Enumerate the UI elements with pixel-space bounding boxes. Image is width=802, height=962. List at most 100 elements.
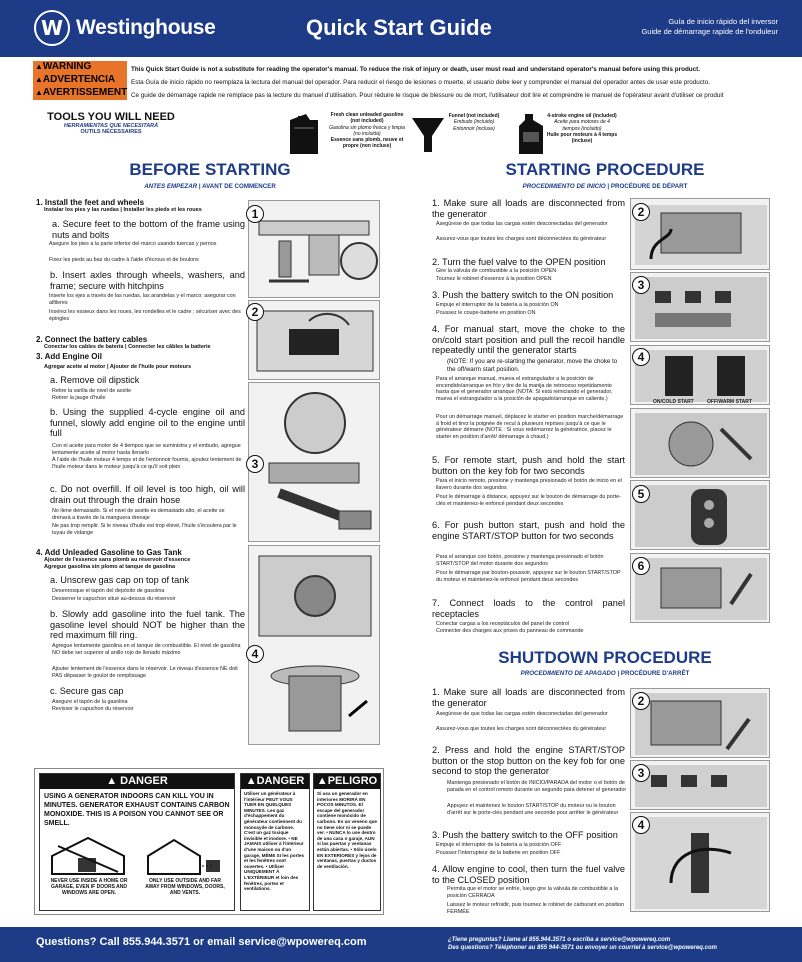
- oil-bottle-icon: [519, 114, 543, 154]
- step3a-es: Retire la varilla de nivel de aceite: [52, 388, 132, 394]
- house-generator-icon: [51, 836, 125, 875]
- start-step5-es: Para el inicio remoto, presione y manten…: [436, 478, 622, 491]
- step3-heading: 3. Add Engine Oil: [36, 352, 102, 361]
- badge-3-start: 3: [632, 276, 650, 294]
- shutdown-step3-es: Empuje el interruptor de la batería a la…: [436, 842, 562, 848]
- step1a-text: a. Secure feet to the bottom of the fram…: [52, 219, 245, 240]
- warning-label-en: ▲WARNING: [33, 61, 127, 74]
- start-step2: 2. Turn the fuel valve to the OPEN posit…: [432, 257, 606, 267]
- shutdown-step1-es: Asegúrese de que todas las cargas estén …: [436, 711, 608, 717]
- starting-procedure-subtitle: PROCEDIMIENTO DE INICIO | PROCÉDURE DE D…: [522, 183, 688, 190]
- warning-triangle-icon: ▲: [35, 62, 43, 71]
- tool-gasoline-es: Gasolina sin plomo fresca y limpia (no i…: [329, 124, 405, 137]
- page-title: Quick Start Guide: [306, 15, 492, 40]
- illustration-shutdown-battery: [630, 760, 770, 810]
- shutdown-sub-es: PROCEDIMIENTO DE APAGADO: [520, 670, 616, 677]
- step3c-text: c. Do not overfill. If oil level is too …: [50, 484, 245, 505]
- footer-contact-es-fr: ¿Tiene preguntas? Llame al 855.944.3571 …: [448, 936, 717, 952]
- tools-title: TOOLS YOU WILL NEED: [47, 111, 175, 123]
- tools-title-fr: OUTILS NÉCESSAIRES: [80, 129, 142, 135]
- danger-fig-never: NEVER USE INSIDE A HOME OR GARAGE, EVEN …: [50, 878, 128, 896]
- start-step3-es: Empuje el interruptor de la batería a la…: [436, 302, 559, 308]
- before-sub-es: ANTES EMPEZAR: [144, 183, 198, 190]
- warning-texts: This Quick Start Guide is not a substitu…: [131, 63, 781, 102]
- step4c-fr: Revisser le capuchon du réservoir: [52, 706, 134, 712]
- warning-triangle-icon: ▲: [35, 75, 43, 84]
- step3a-text: a. Remove oil dipstick: [50, 375, 140, 385]
- tools-heading: TOOLS YOU WILL NEED HERRAMIENTAS QUE NEC…: [46, 111, 176, 135]
- start-step6-es: Para el arranque con botón, presione y m…: [436, 554, 604, 567]
- step4a-text: a. Unscrew gas cap on top of tank: [50, 575, 189, 585]
- step4b-text: b. Slowly add gasoline into the fuel tan…: [50, 609, 245, 640]
- badge-2-shutdown: 2: [632, 692, 650, 710]
- illustration-start-stop-button: [630, 553, 770, 623]
- step3b-es: Con el aceite para motor de 4 tiempos qu…: [52, 443, 241, 456]
- start-step6-fr: Pour le démarrage par bouton-poussoir, a…: [436, 570, 621, 583]
- step4-subheading-fr: Ajouter de l'essence sans plomb au réser…: [44, 557, 191, 563]
- brand-name: Westinghouse: [76, 16, 216, 39]
- start-step3-fr: Poussez le coupe-batterie en position ON: [436, 310, 536, 316]
- start-step1: 1. Make sure all loads are disconnected …: [432, 198, 625, 219]
- illustration-choke: [630, 345, 770, 405]
- step1a-fr: Fixez les pieds au bas du cadre à l'aide…: [49, 257, 199, 263]
- step1a-es: Asegure los pies a la parte inferior del…: [49, 241, 217, 247]
- starting-sub-fr: PROCÉDURE DE DÉPART: [610, 183, 688, 190]
- danger-head-en-text: DANGER: [120, 775, 168, 787]
- step2-subheading: Conectar los cables de batería | Connect…: [44, 344, 211, 350]
- shutdown-step1-fr: Assurez-vous que toutes les charges sont…: [436, 726, 607, 732]
- westinghouse-logo-icon: W: [34, 10, 70, 46]
- start-step2-es: Gire la válvula de combustible a la posi…: [436, 268, 557, 274]
- illustration-engine-oil: [248, 382, 380, 542]
- badge-4-shutdown: 4: [632, 816, 650, 834]
- step1b-fr: Insérez les essieux dans les roues, les …: [49, 309, 241, 322]
- outside-generator-icon: [147, 838, 220, 875]
- illustration-fuel-valve: [630, 198, 770, 270]
- header-subtitles: Guía de inicio rápido del inversor Guide…: [641, 17, 778, 37]
- danger-panel: ▲ DANGER USING A GENERATOR INDOORS CAN K…: [34, 768, 384, 915]
- danger-col-es: ▲PELIGRO Si usa un generador en interior…: [313, 773, 381, 911]
- warning-label-text: WARNING: [42, 61, 92, 72]
- step4b-fr: Ajouter lentement de l'essence dans le r…: [52, 666, 238, 679]
- shutdown-sub-fr: PROCÉDURE D'ARRÊT: [620, 670, 690, 677]
- tool-oil-fr: Huile pour moteurs à 4 temps (incluse): [546, 131, 618, 145]
- step3b-fr: À l'aide de l'huile moteur 4 temps et de…: [52, 457, 242, 470]
- funnel-icon: [412, 118, 444, 152]
- danger-head-fr-text: DANGER: [256, 775, 305, 787]
- tool-gasoline-name: Fresh clean unleaded gasoline (not inclu…: [330, 112, 404, 125]
- badge-5-start: 5: [632, 485, 650, 503]
- step4-heading: 4. Add Unleaded Gasoline to Gas Tank: [36, 548, 182, 557]
- start-step2-fr: Tournez le robinet d'essence à la positi…: [436, 276, 552, 282]
- warning-triangle-icon: ▲: [35, 88, 43, 97]
- tool-funnel-fr: Entonnoir (incluse): [453, 125, 495, 132]
- step4-subheading-es: Agregue gasolina sin plomo al tanque de …: [44, 564, 176, 570]
- start-step3: 3. Push the battery switch to the ON pos…: [432, 290, 614, 300]
- start-step4-note: (NOTE: If you are re-starting the genera…: [447, 358, 618, 373]
- shutdown-procedure-title: SHUTDOWN PROCEDURE: [498, 648, 712, 667]
- footer-contact-fr: Des questions? Téléphoner au 855 944-357…: [448, 945, 717, 951]
- shutdown-step4-es: Permita que el motor se enfríe, luego gi…: [447, 886, 619, 899]
- step3c-fr: Ne pas trop remplir. Si le niveau d'huil…: [52, 523, 237, 536]
- starting-procedure-title: STARTING PROCEDURE: [505, 160, 705, 179]
- step2-heading: 2. Connect the battery cables: [36, 335, 148, 344]
- shutdown-step3-fr: Poussez l'interrupteur de la batterie en…: [436, 850, 561, 856]
- step1-heading: 1. Install the feet and wheels: [36, 198, 145, 207]
- badge-3-shutdown: 3: [632, 764, 650, 782]
- step1b-es: Inserte los ejes a través de las ruedas,…: [49, 293, 236, 306]
- warning-label-fr: ▲AVERTISSEMENT: [33, 87, 127, 100]
- start-step4-fr: Pour un démarrage manuel, déplacez le st…: [436, 414, 624, 440]
- tool-gasoline-fr: Essence sans plomb, neuve et propre (non…: [330, 137, 404, 150]
- page-footer: Questions? Call 855.944.3571 or email se…: [0, 927, 802, 962]
- tool-funnel-desc: Funnel (not included) Embudo (incluido) …: [444, 113, 504, 132]
- danger-head-es: ▲PELIGRO: [314, 774, 380, 789]
- danger-head-fr: ▲DANGER: [241, 774, 309, 789]
- step3c-es: No llene demasiado. Si el nivel de aceit…: [52, 508, 225, 521]
- shutdown-procedure-subtitle: PROCEDIMIENTO DE APAGADO | PROCÉDURE D'A…: [520, 670, 690, 677]
- danger-col-en: ▲ DANGER USING A GENERATOR INDOORS CAN K…: [39, 773, 235, 911]
- step4c-es: Asegure el tapón de la gasolina: [52, 699, 128, 705]
- footer-contact-es: ¿Tiene preguntas? Llame al 855.944.3571 …: [448, 937, 671, 943]
- start-step5: 5. For remote start, push and hold the s…: [432, 455, 625, 476]
- start-step1-es: Asegúrese de que todas las cargas estén …: [436, 221, 608, 227]
- choke-on-label: ON/COLD START: [653, 399, 694, 405]
- start-step1-fr: Assurez-vous que toutes les charges sont…: [436, 236, 607, 242]
- badge-2: 2: [246, 303, 264, 321]
